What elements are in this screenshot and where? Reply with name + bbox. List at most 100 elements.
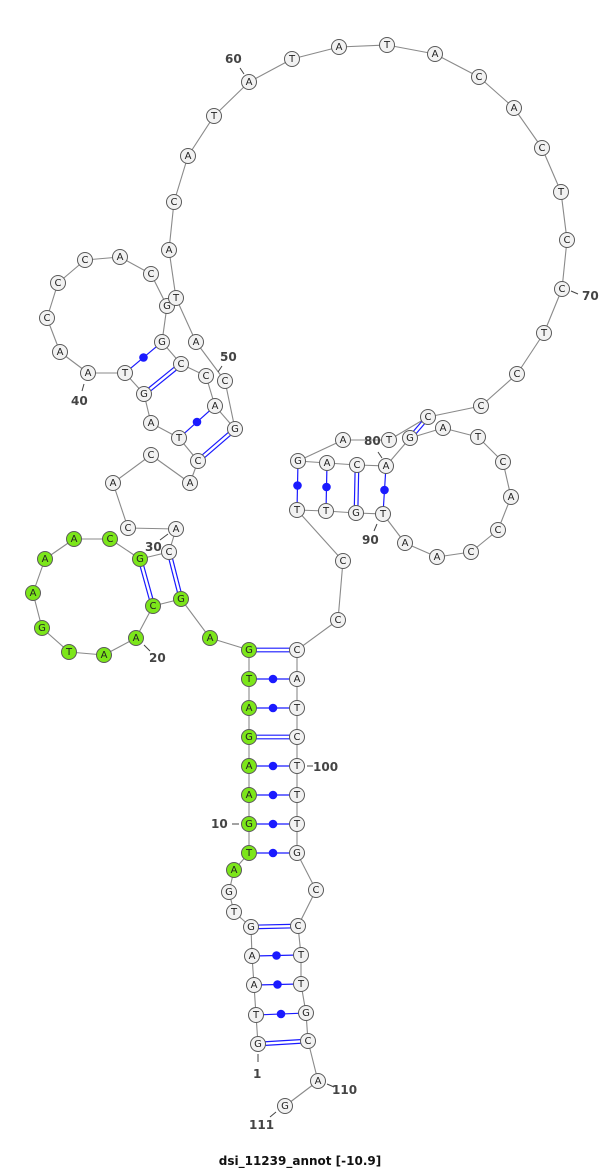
- nucleotide: [198, 368, 214, 384]
- nucleotide-letter: C: [166, 547, 173, 558]
- position-label: 110: [332, 1083, 357, 1097]
- nucleotide: [319, 455, 335, 471]
- base-pair-dot: [276, 1009, 286, 1019]
- nucleotide: [375, 506, 391, 522]
- nucleotide-letter: C: [82, 255, 89, 266]
- nucleotide: [330, 612, 346, 628]
- nucleotide-letter: A: [101, 650, 108, 661]
- nucleotide-letter: A: [511, 103, 518, 114]
- base-pair-gc-line: [265, 1042, 301, 1046]
- nucleotide: [310, 1073, 326, 1089]
- nucleotide-letter: A: [212, 401, 219, 412]
- nucleotide-letter: C: [294, 645, 301, 656]
- base-pair-dot: [268, 790, 278, 800]
- nucleotide-letter: A: [246, 703, 253, 714]
- nucleotide-letter: C: [222, 376, 229, 387]
- nucleotide-letter: A: [133, 633, 140, 644]
- nucleotide: [471, 69, 487, 85]
- base-pair-dot: [268, 674, 278, 684]
- nucleotide: [241, 74, 257, 90]
- nucleotide-letter: C: [294, 732, 301, 743]
- nucleotide-letter: T: [293, 819, 301, 830]
- nucleotide-letter: G: [245, 732, 253, 743]
- nucleotide-letter: C: [305, 1036, 312, 1047]
- position-label: 90: [362, 533, 379, 547]
- nucleotide-letter: C: [203, 371, 210, 382]
- nucleotide-letter: A: [117, 252, 124, 263]
- nucleotide-letter: G: [352, 508, 360, 519]
- nucleotide-letter: A: [383, 461, 390, 472]
- nucleotide-letter: A: [71, 534, 78, 545]
- base-pair-gc-line: [258, 923, 291, 926]
- nucleotide-letter: A: [508, 492, 515, 503]
- nucleotide-letter: A: [402, 538, 409, 549]
- backbone-link: [224, 380, 236, 430]
- nucleotide: [534, 140, 550, 156]
- nucleotide-letter: A: [187, 478, 194, 489]
- nucleotide: [293, 976, 309, 992]
- position-label: 100: [313, 760, 338, 774]
- nucleotide-letter: T: [210, 111, 218, 122]
- nucleotide: [289, 845, 305, 861]
- base-pair-gc-line: [353, 472, 356, 506]
- nucleotide: [180, 148, 196, 164]
- nucleotide: [463, 544, 479, 560]
- nucleotide: [289, 816, 305, 832]
- nucleotide: [509, 366, 525, 382]
- backbone-link: [291, 46, 340, 60]
- backbone-link: [297, 439, 344, 462]
- nucleotide-letter: T: [175, 433, 183, 444]
- nucleotide-letter: C: [295, 921, 302, 932]
- nucleotide-letter: C: [514, 369, 521, 380]
- base-pair-dot: [322, 482, 331, 492]
- base-pair-gc-line: [168, 559, 178, 593]
- backbone-link: [168, 201, 175, 251]
- nucleotide-letter: T: [252, 1010, 260, 1021]
- nucleotide: [553, 184, 569, 200]
- nucleotide-letter: G: [177, 594, 185, 605]
- backbone-link: [175, 297, 197, 343]
- nucleotide-letter: G: [158, 337, 166, 348]
- backbone-link: [434, 53, 480, 78]
- nucleotide: [143, 415, 159, 431]
- nucleotide-letter: A: [315, 1076, 322, 1087]
- nucleotide: [290, 453, 306, 469]
- nucleotide: [136, 386, 152, 402]
- nucleotide-letter: A: [434, 552, 441, 563]
- position-tick: [159, 533, 169, 541]
- nucleotide-letter: T: [172, 293, 180, 304]
- nucleotide-letter: A: [440, 423, 447, 434]
- position-tick: [373, 523, 378, 532]
- nucleotide-letter: T: [293, 761, 301, 772]
- nucleotide-letter: G: [281, 1101, 289, 1112]
- nucleotide-letter: G: [254, 1039, 262, 1050]
- nucleotide: [277, 1098, 293, 1114]
- nucleotide: [244, 948, 260, 964]
- nucleotide: [168, 521, 184, 537]
- nucleotide: [226, 904, 242, 920]
- nucleotide-letter: G: [293, 848, 301, 859]
- nucleotide: [289, 700, 305, 716]
- nucleotide-letter: T: [245, 848, 253, 859]
- nucleotide: [80, 365, 96, 381]
- nucleotide: [536, 325, 552, 341]
- backbone-link: [296, 619, 339, 651]
- base-pair-dot: [268, 761, 278, 771]
- base-pair-gc-line: [413, 421, 423, 432]
- nucleotide-highlighted: [66, 531, 82, 547]
- nucleotide: [154, 334, 170, 350]
- nucleotide-letter: G: [225, 887, 233, 898]
- nucleotide-letter: A: [173, 524, 180, 535]
- nucleotide: [143, 447, 159, 463]
- nucleotide: [52, 344, 68, 360]
- nucleotide: [308, 882, 324, 898]
- base-pair-gc-line: [265, 1039, 301, 1043]
- nucleotide-highlighted: [132, 551, 148, 567]
- nucleotide-letter: A: [110, 478, 117, 489]
- base-pair-dot: [273, 980, 282, 989]
- nucleotide-letter: A: [166, 245, 173, 256]
- base-pair-dot: [139, 353, 148, 362]
- nucleotide-letter: C: [178, 359, 185, 370]
- nucleotide-highlighted: [241, 671, 257, 687]
- nucleotide-letter: G: [245, 819, 253, 830]
